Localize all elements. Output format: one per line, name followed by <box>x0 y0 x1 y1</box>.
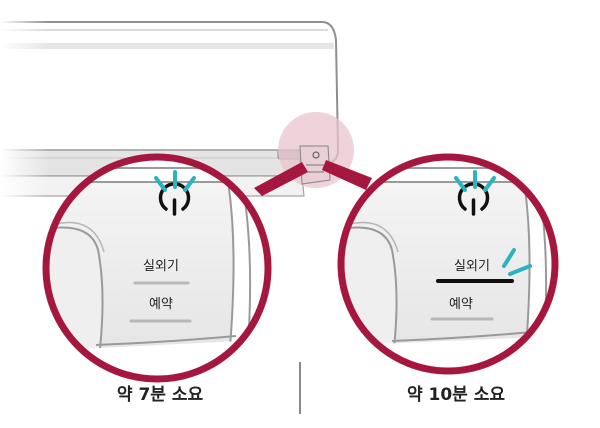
right-outdoor-blink-icon <box>502 248 532 276</box>
right-reserve-label: 예약 <box>449 297 473 312</box>
connector-right <box>322 160 372 190</box>
left-outdoor-label: 실외기 <box>143 259 179 274</box>
left-blink-rays-icon <box>154 170 196 192</box>
right-outdoor-label: 실외기 <box>454 259 490 274</box>
right-blink-rays-icon <box>454 170 496 192</box>
left-duration-caption: 약 7분 소요 <box>116 385 204 405</box>
air-conditioner-unit <box>0 0 340 200</box>
connector-left <box>254 162 308 196</box>
left-reserve-label: 예약 <box>149 297 173 312</box>
left-magnifier <box>42 153 272 383</box>
right-magnifier <box>337 153 559 375</box>
caption-divider <box>299 362 301 414</box>
right-duration-caption: 약 10분 소요 <box>406 385 506 405</box>
